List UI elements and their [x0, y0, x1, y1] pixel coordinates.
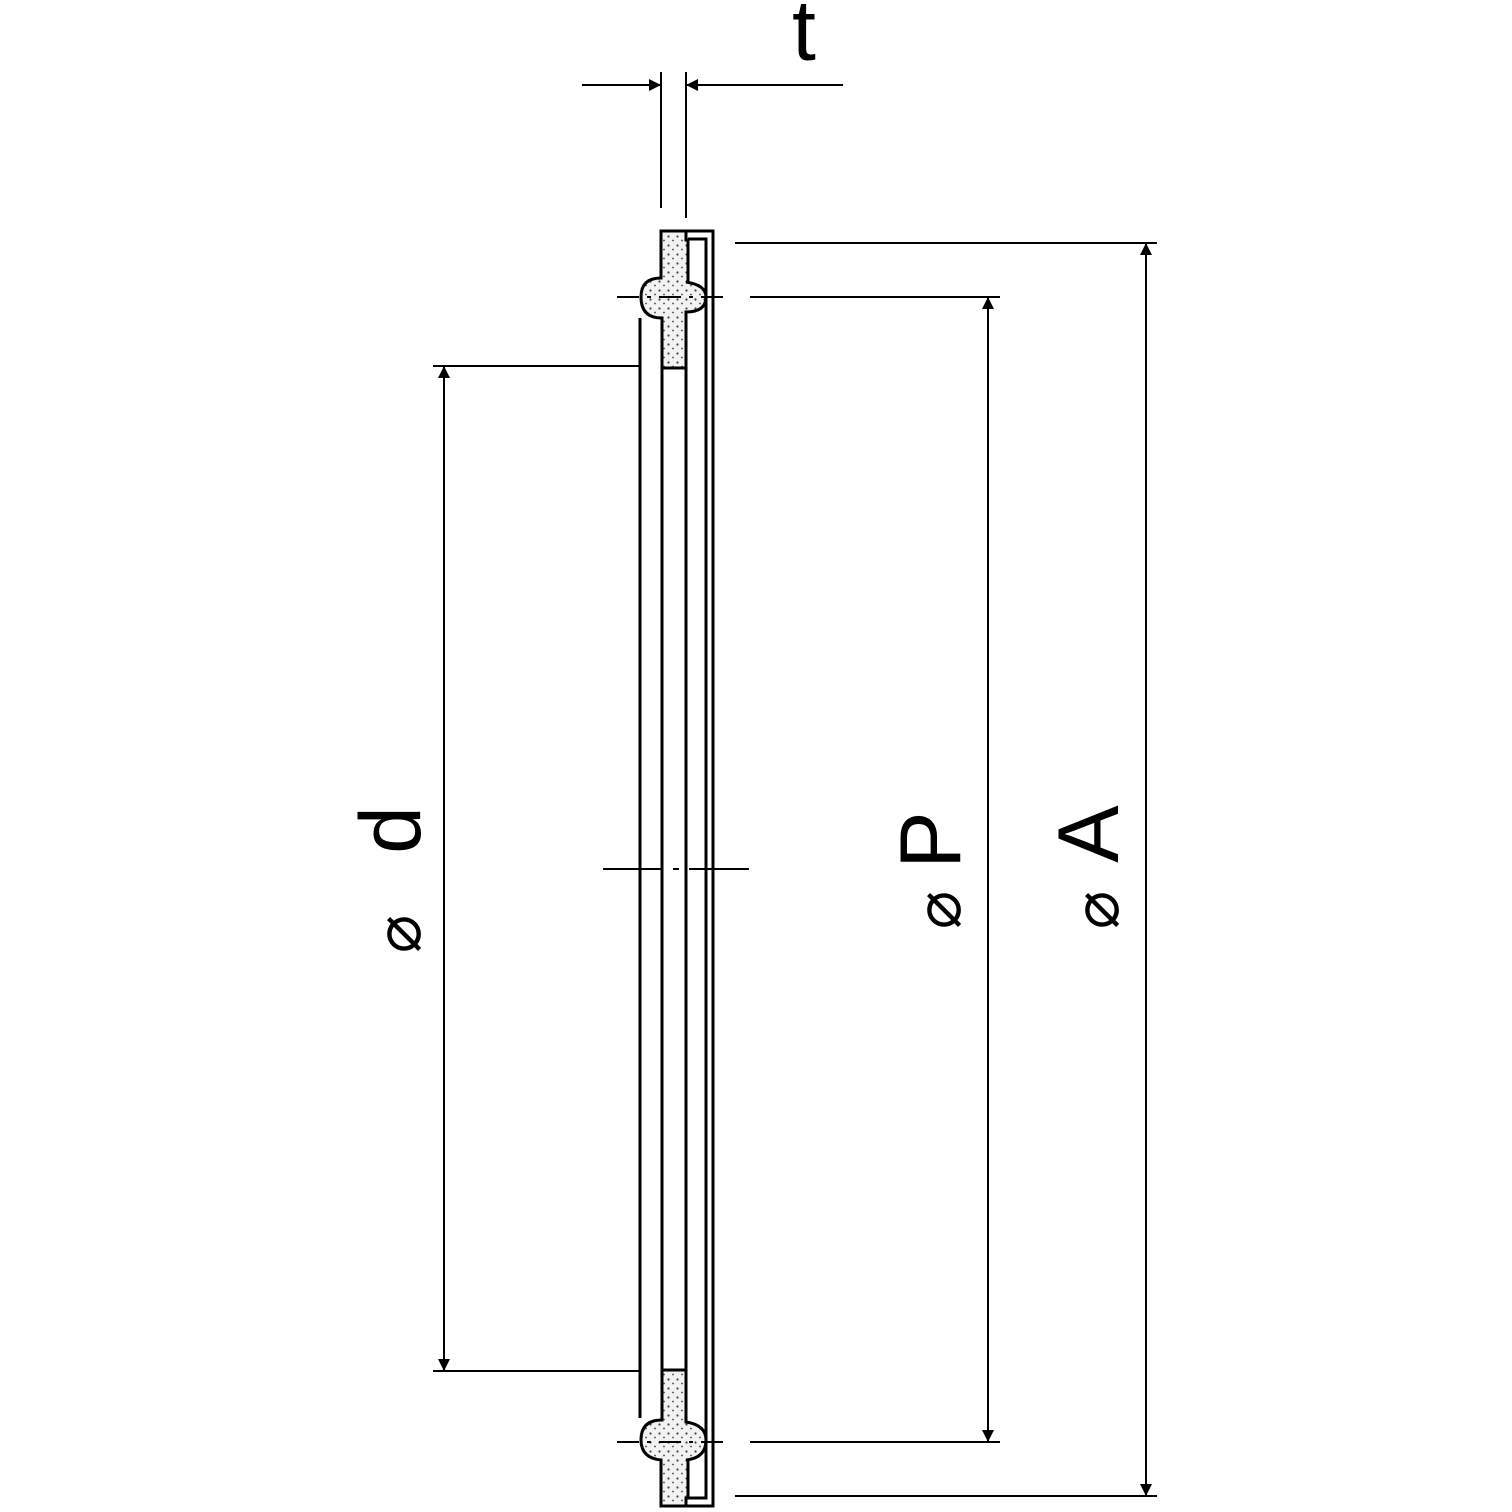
thickness-dimension [582, 72, 843, 218]
top-seal-section [639, 229, 708, 370]
thickness-label: t [792, 0, 816, 79]
inner-diameter-symbol: ⌀ [362, 915, 436, 954]
center-lines [603, 296, 752, 1443]
outer-diameter-dimension [735, 242, 1157, 1497]
inner-diameter-letter: d [343, 806, 439, 854]
top-seal-hatch [639, 229, 708, 370]
outer-diameter-label: ⌀ A [1041, 805, 1137, 930]
pitch-diameter-symbol: ⌀ [902, 891, 976, 930]
bottom-seal-section [639, 1368, 708, 1508]
pitch-diameter-label: ⌀ P [883, 811, 979, 929]
pitch-diameter-letter: P [883, 811, 979, 868]
bottom-seal-hatch [639, 1368, 708, 1508]
inner-diameter-dimension [433, 365, 640, 1372]
outer-diameter-letter: A [1041, 805, 1137, 863]
pitch-diameter-dimension [750, 296, 1000, 1443]
outer-diameter-symbol: ⌀ [1060, 891, 1134, 930]
inner-diameter-label: ⌀ d [343, 806, 439, 953]
